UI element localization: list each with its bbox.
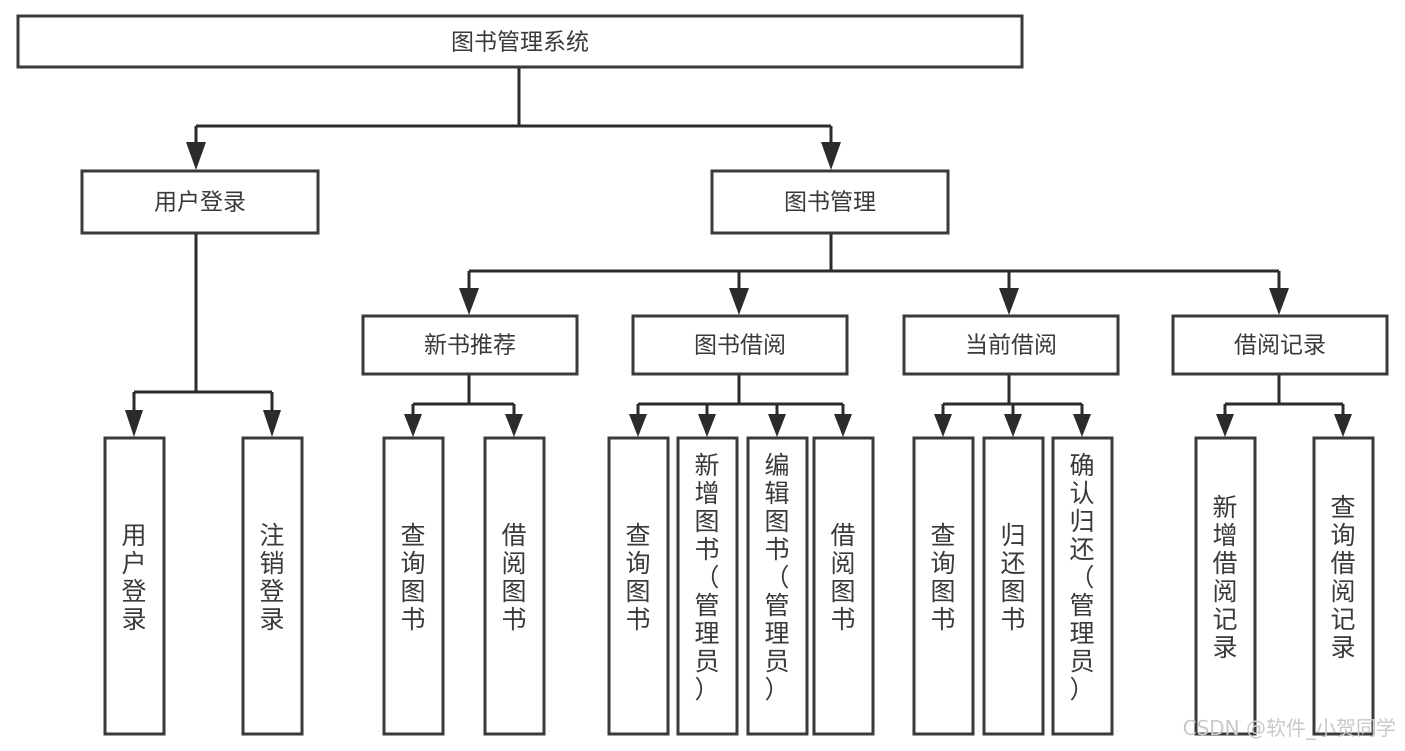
node-new-book-recommend[interactable]: 新书推荐 (361, 314, 579, 376)
node-leaf-borrow-book-1-label: 借阅图书 (501, 521, 526, 634)
node-leaf-add-record[interactable]: 新增借阅记录 (1194, 436, 1257, 736)
node-leaf-query-book-1[interactable]: 查询图书 (382, 436, 445, 736)
node-leaf-query-book-3[interactable]: 查询图书 (912, 436, 975, 736)
node-current-borrow-box[interactable] (902, 314, 1120, 376)
arrow-head-leaf-query-book-3 (934, 414, 952, 437)
node-leaf-confirm-return-label: 确认归还（管理员） (1069, 451, 1094, 704)
node-leaf-logout-login-box[interactable] (241, 436, 304, 736)
arrow-head-user-login (186, 142, 206, 170)
arrow-head-leaf-query-book-1 (404, 414, 422, 437)
node-user-login-label: 用户登录 (154, 190, 246, 216)
arrow-head-leaf-add-record (1216, 414, 1234, 437)
node-leaf-query-book-3-box[interactable] (912, 436, 975, 736)
edge-group-current-borrow-to-leaves (934, 375, 1091, 437)
node-leaf-query-book-1-label: 查询图书 (400, 521, 425, 634)
node-leaf-edit-book-label: 编辑图书（管理员） (764, 451, 789, 704)
node-leaf-add-record-label: 新增借阅记录 (1212, 493, 1237, 662)
node-leaf-query-record[interactable]: 查询借阅记录 (1312, 436, 1375, 736)
node-leaf-borrow-book-2-box[interactable] (812, 436, 875, 736)
node-leaf-query-book-1-box[interactable] (382, 436, 445, 736)
node-borrow-record-box[interactable] (1171, 314, 1389, 376)
node-leaf-logout-login[interactable]: 注销登录 (241, 436, 304, 736)
node-leaf-query-book-3-label: 查询图书 (930, 521, 955, 634)
node-leaf-confirm-return-box[interactable] (1051, 436, 1114, 736)
node-book-borrow-box[interactable] (631, 314, 849, 376)
node-leaf-return-book-box[interactable] (982, 436, 1045, 736)
node-borrow-record-label: 借阅记录 (1234, 333, 1326, 359)
edge-group-user-login-to-leaves (125, 233, 281, 437)
node-leaf-borrow-book-2-label: 借阅图书 (830, 521, 855, 634)
arrow-head-leaf-user-login (125, 410, 143, 437)
node-leaf-add-book[interactable]: 新增图书（管理员） (676, 436, 739, 736)
arrow-head-leaf-return-book (1004, 414, 1022, 437)
node-leaf-borrow-book-1-box[interactable] (483, 436, 546, 736)
node-leaf-user-login[interactable]: 用户登录 (103, 436, 166, 736)
arrow-head-leaf-logout-login (263, 410, 281, 437)
node-leaf-query-book-2-box[interactable] (607, 436, 670, 736)
node-leaf-edit-book-box[interactable] (746, 436, 809, 736)
arrow-head-leaf-edit-book (768, 414, 786, 437)
edge-group-book-manage-to-level3 (459, 233, 1289, 315)
node-leaf-confirm-return[interactable]: 确认归还（管理员） (1051, 436, 1114, 736)
node-leaf-user-login-label: 用户登录 (121, 521, 146, 634)
node-leaf-edit-book[interactable]: 编辑图书（管理员） (746, 436, 809, 736)
arrow-head-leaf-confirm-return (1073, 414, 1091, 437)
arrow-head-current-borrow (999, 288, 1019, 315)
arrow-head-leaf-query-record (1334, 414, 1352, 437)
node-leaf-borrow-book-1[interactable]: 借阅图书 (483, 436, 546, 736)
node-leaf-query-record-label: 查询借阅记录 (1330, 493, 1355, 662)
node-book-manage-box[interactable] (710, 169, 950, 235)
node-book-borrow[interactable]: 图书借阅 (631, 314, 849, 376)
node-root-box[interactable] (16, 14, 1024, 69)
arrow-head-borrow-record (1269, 288, 1289, 315)
node-current-borrow[interactable]: 当前借阅 (902, 314, 1120, 376)
node-leaf-add-book-label: 新增图书（管理员） (694, 451, 719, 704)
arrow-head-new-book-recommend (459, 288, 479, 315)
node-leaf-return-book[interactable]: 归还图书 (982, 436, 1045, 736)
node-user-login[interactable]: 用户登录 (80, 169, 320, 235)
node-book-borrow-label: 图书借阅 (694, 333, 786, 359)
node-leaf-borrow-book-2[interactable]: 借阅图书 (812, 436, 875, 736)
node-book-manage-label: 图书管理 (784, 190, 876, 216)
edge-group-book-borrow-to-leaves (629, 375, 852, 437)
edge-group-borrow-record-to-leaves (1216, 375, 1352, 437)
edge-group-new-book-recommend-to-leaves (404, 375, 523, 437)
node-leaf-add-book-box[interactable] (676, 436, 739, 736)
node-leaf-add-record-box[interactable] (1194, 436, 1257, 736)
arrow-head-leaf-borrow-book-2 (834, 414, 852, 437)
arrow-head-book-borrow (729, 288, 749, 315)
edge-group-root-to-level2 (186, 67, 841, 170)
node-borrow-record[interactable]: 借阅记录 (1171, 314, 1389, 376)
arrow-head-leaf-add-book (698, 414, 716, 437)
node-leaf-query-book-2[interactable]: 查询图书 (607, 436, 670, 736)
node-new-book-recommend-box[interactable] (361, 314, 579, 376)
arrow-head-book-manage (821, 142, 841, 170)
node-leaf-return-book-label: 归还图书 (1000, 521, 1025, 634)
node-book-manage[interactable]: 图书管理 (710, 169, 950, 235)
node-root[interactable]: 图书管理系统 (16, 14, 1024, 69)
arrow-head-leaf-borrow-book-1 (505, 414, 523, 437)
node-root-label: 图书管理系统 (451, 30, 589, 56)
arrow-head-leaf-query-book-2 (629, 414, 647, 437)
node-new-book-recommend-label: 新书推荐 (424, 333, 516, 359)
node-current-borrow-label: 当前借阅 (965, 333, 1057, 359)
node-user-login-box[interactable] (80, 169, 320, 235)
node-leaf-query-record-box[interactable] (1312, 436, 1375, 736)
node-leaf-logout-login-label: 注销登录 (259, 521, 284, 634)
node-leaf-user-login-box[interactable] (103, 436, 166, 736)
node-leaf-query-book-2-label: 查询图书 (625, 521, 650, 634)
watermark-text: CSDN @软件_小贺同学 (1183, 716, 1396, 740)
